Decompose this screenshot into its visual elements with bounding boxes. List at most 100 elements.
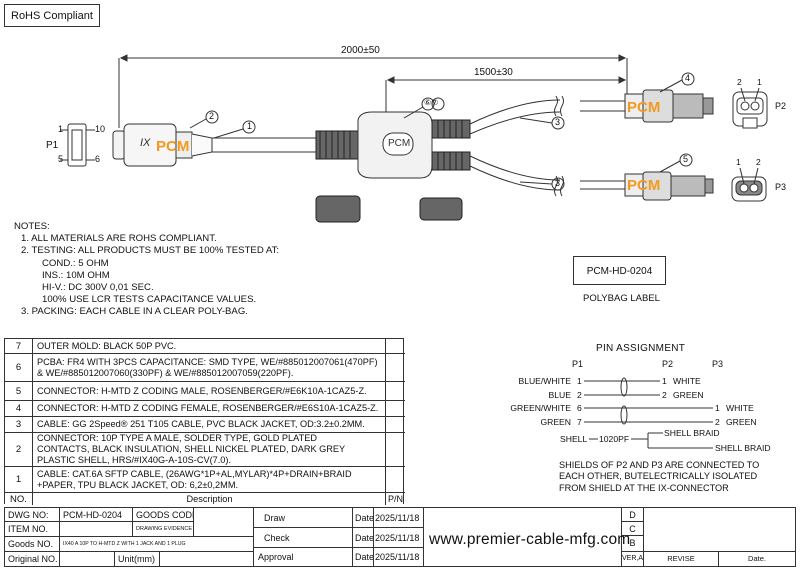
ix-connector-text: IX — [140, 137, 151, 149]
tb-dwg-no: PCM-HD-0204 — [59, 507, 133, 522]
bom-header-row: NO. Description P/N — [5, 493, 405, 505]
notes-title: NOTES: — [14, 221, 50, 232]
bom-desc: CONNECTOR: H-MTD Z CODING MALE, ROSENBER… — [37, 385, 367, 396]
title-block: DWG NO: ITEM NO. Goods NO. Original NO. … — [4, 507, 796, 567]
note-line: HI-V.: DC 300V 0,01 SEC. — [42, 282, 154, 294]
bom-table: 7 OUTER MOLD: BLACK 50P PVC. 6 PCBA: FR4… — [4, 338, 405, 505]
tb-goods-code-label: GOODS CODE — [132, 507, 194, 522]
pin-row-dest: 1 — [715, 403, 720, 413]
overall-length-dimension: 2000±50 — [341, 45, 380, 56]
note-line: 2. TESTING: ALL PRODUCTS MUST BE 100% TE… — [21, 245, 280, 257]
pin-row-dest: 2 — [715, 417, 720, 427]
bom-desc: CABLE: GG 2Speed® 251 T105 CABLE, PVC BL… — [37, 419, 365, 429]
pcm-logo-p3: PCM — [627, 177, 661, 194]
note-line: 3. PACKING: EACH CABLE IN A CLEAR POLY-B… — [21, 306, 248, 318]
tb-rev-body — [643, 507, 796, 552]
tb-draw-label: Draw — [253, 507, 353, 528]
shell-capacitor: 1020PF — [599, 434, 630, 444]
tb-date-draw: 2025/11/18 — [373, 507, 424, 528]
tb-date-label: Date — [352, 527, 374, 548]
bom-pn — [385, 417, 405, 432]
tb-date-label: Date — [352, 547, 374, 567]
tb-date2-label: Date. — [718, 551, 796, 567]
tb-check-label: Check — [253, 527, 353, 548]
bom-header-no: NO. — [5, 493, 33, 505]
p1-label: P1 — [46, 140, 59, 151]
tb-unit-value — [159, 551, 254, 567]
callout-5: 5 — [683, 154, 689, 164]
tb-date-check: 2025/11/18 — [373, 527, 424, 548]
bom-row: 3 CABLE: GG 2Speed® 251 T105 CABLE, PVC … — [5, 417, 405, 433]
bom-desc: OUTER MOLD: BLACK 50P PVC. — [37, 340, 177, 351]
tb-rev-d: D — [621, 507, 644, 522]
bom-desc: CONNECTOR: 10P TYPE A MALE, SOLDER TYPE,… — [37, 433, 346, 465]
pin-row-p1: 1 — [577, 376, 582, 386]
p1-pin-6: 6 — [95, 154, 101, 164]
p3-pin-1: 1 — [736, 157, 741, 167]
p3-pin-2: 2 — [756, 157, 761, 167]
bom-pn — [385, 354, 405, 381]
tb-goods-no-label: Goods NO. — [4, 536, 60, 552]
p2-pin-2: 2 — [737, 77, 742, 87]
bom-no: 3 — [5, 417, 33, 432]
pin-row-dest: 1 — [662, 376, 667, 386]
bom-desc: CONNECTOR: H-MTD Z CODING FEMALE, ROSENB… — [37, 403, 379, 413]
pin-col-p1: P1 — [572, 359, 584, 369]
bom-pn — [385, 467, 405, 492]
pin-row-p1: 2 — [577, 390, 582, 400]
p1-pin-1: 1 — [58, 124, 64, 134]
shell-braid-p3: SHELL BRAID — [715, 443, 771, 453]
callout-3-top: 3 — [555, 117, 561, 127]
bom-row: 5 CONNECTOR: H-MTD Z CODING MALE, ROSENB… — [5, 382, 405, 401]
bom-row: 2 CONNECTOR: 10P TYPE A MALE, SOLDER TYP… — [5, 433, 405, 467]
pin-col-p3: P3 — [712, 359, 724, 369]
bom-row: 7 OUTER MOLD: BLACK 50P PVC. — [5, 339, 405, 354]
callout-3-bottom: 3 — [555, 178, 561, 188]
note-line: COND.: 5 OHM — [42, 257, 109, 269]
bom-row: 4 CONNECTOR: H-MTD Z CODING FEMALE, ROSE… — [5, 401, 405, 417]
p2-pin-1: 1 — [757, 77, 762, 87]
rohs-label: RoHS Compliant — [4, 4, 100, 27]
pin-row-name: GREEN/WHITE — [510, 403, 571, 413]
bom-no: 5 — [5, 382, 33, 400]
pin-col-p2: P2 — [662, 359, 674, 369]
tb-drawing-evidence: DRAWING EVIDENCE — [132, 521, 194, 537]
bom-no: 6 — [5, 354, 33, 381]
callout-1: 1 — [247, 121, 253, 131]
bom-pn — [385, 339, 405, 353]
bom-no: 7 — [5, 339, 33, 353]
tb-unit-label: Unit(mm) — [114, 551, 160, 567]
p3-label: P3 — [775, 182, 787, 192]
company-url[interactable]: www.premier-cable-mfg.com — [429, 531, 631, 548]
bom-no: 4 — [5, 401, 33, 416]
tb-item-no-label: ITEM NO. — [4, 521, 60, 537]
tb-date-label: Date — [352, 507, 374, 528]
polybag-label: POLYBAG LABEL — [583, 293, 660, 304]
callout-6-7: ⑥⑦ — [424, 98, 439, 107]
tb-date-approval: 2025/11/18 — [373, 547, 424, 567]
bom-pn — [385, 433, 405, 466]
pin-row-dest-name: WHITE — [673, 376, 701, 386]
p2-label: P2 — [775, 101, 787, 111]
pin-row-dest-name: GREEN — [726, 417, 757, 427]
note-line: 100% USE LCR TESTS CAPACITANCE VALUES. — [42, 294, 257, 306]
pin-row-dest-name: GREEN — [673, 390, 704, 400]
bom-desc: CABLE: CAT.6A SFTP CABLE, (26AWG*1P+AL,M… — [37, 468, 352, 490]
pin-row-dest: 2 — [662, 390, 667, 400]
bom-no: 2 — [5, 433, 33, 466]
pcm-splitter-text: PCM — [388, 138, 411, 149]
polybag-code: PCM-HD-0204 — [573, 256, 666, 285]
tb-original-no-value — [59, 551, 115, 567]
tb-dwg-no-label: DWG NO: — [4, 507, 60, 522]
bom-no: 1 — [5, 467, 33, 492]
callout-4: 4 — [685, 73, 691, 83]
bom-header-desc: Description — [186, 493, 233, 504]
bom-row: 1 CABLE: CAT.6A SFTP CABLE, (26AWG*1P+AL… — [5, 467, 405, 493]
notes: NOTES: 1. ALL MATERIALS ARE ROHS COMPLIA… — [14, 221, 279, 319]
pin-row-name: BLUE/WHITE — [518, 376, 571, 386]
bom-pn — [385, 401, 405, 416]
pin-row-name: GREEN — [540, 417, 571, 427]
bom-pn — [385, 382, 405, 400]
shell-braid-p2: SHELL BRAID — [664, 428, 720, 438]
